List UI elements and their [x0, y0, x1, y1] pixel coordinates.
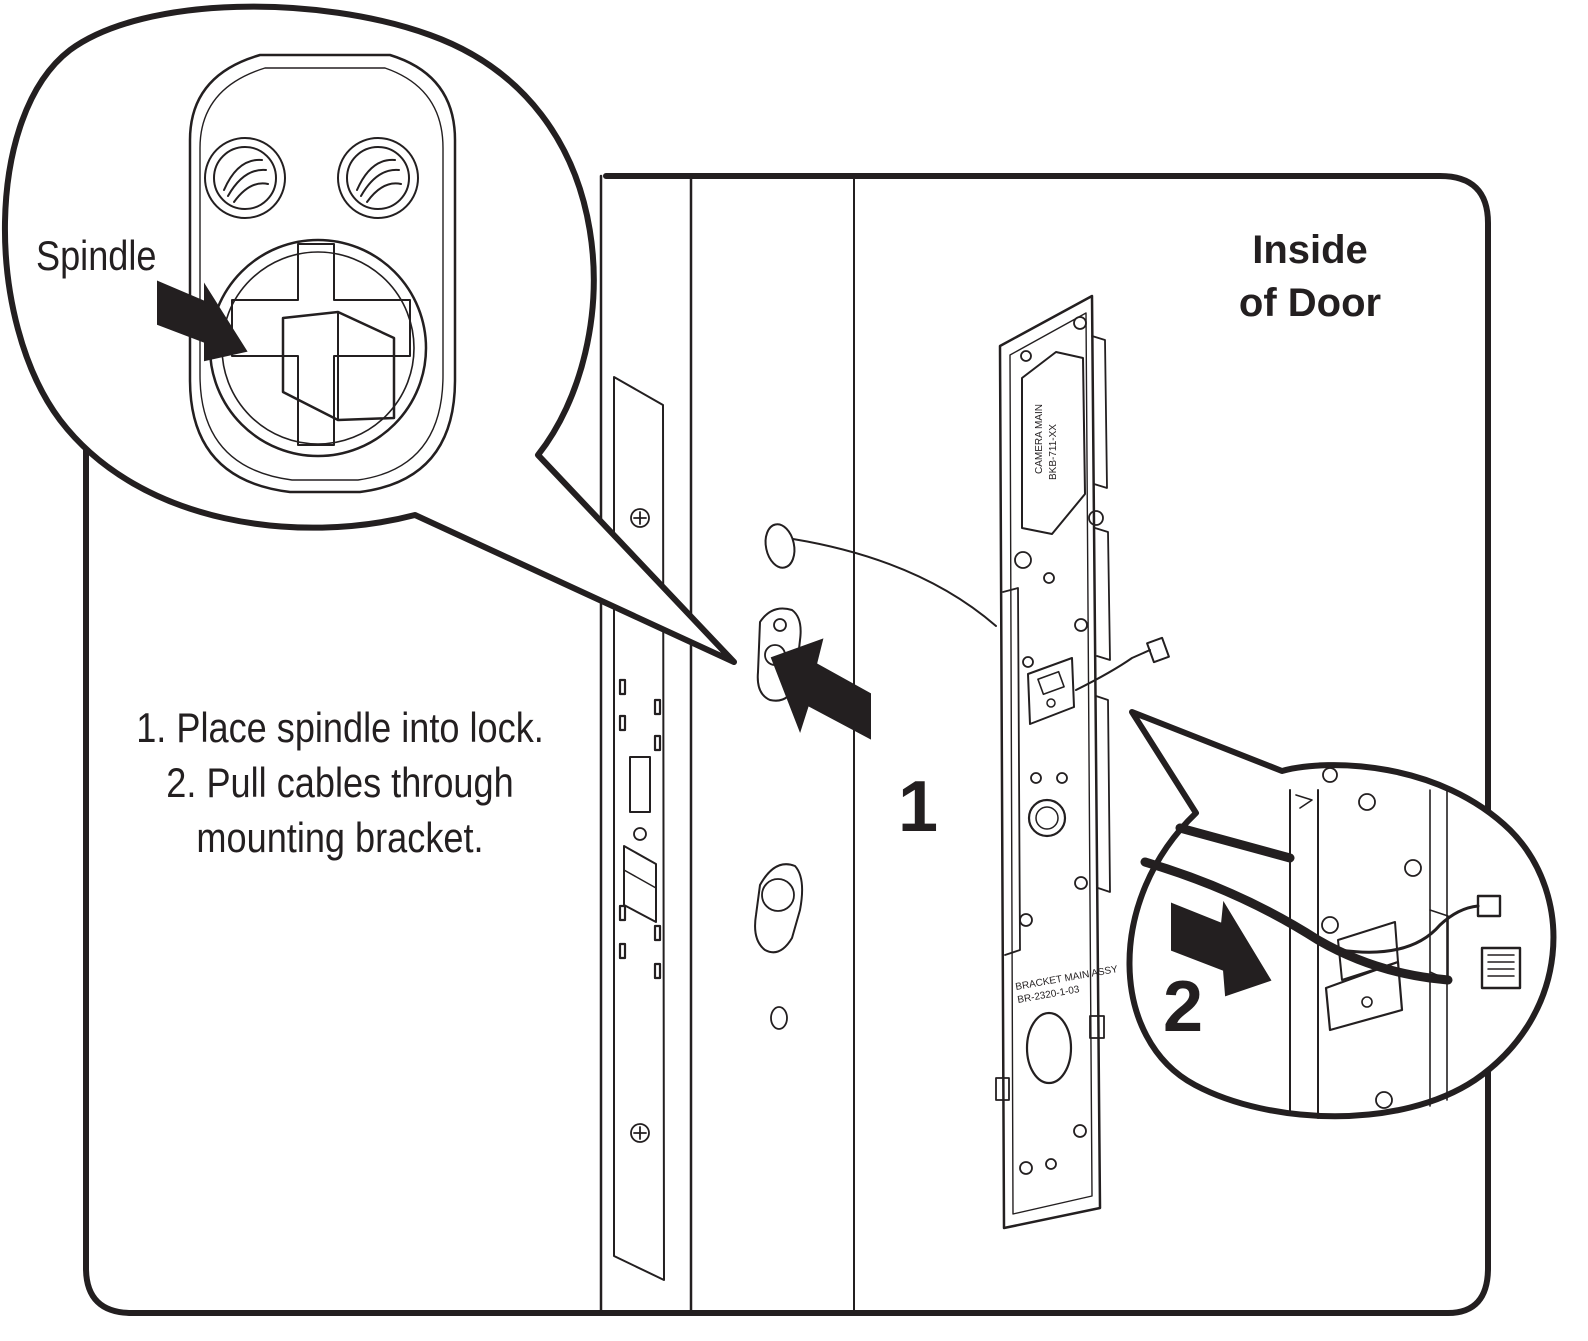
bracket-flange: [1095, 695, 1111, 893]
cable-thin: [1338, 904, 1480, 954]
faceplate-screw-bottom: [630, 1123, 650, 1143]
door-hole-lower: [770, 1006, 788, 1030]
lock-housing: [188, 53, 457, 494]
direction-arrows: [157, 280, 1272, 997]
lock-faceplate: [613, 376, 665, 1281]
bracket-access-slot: [1025, 1011, 1073, 1085]
inside-of-door-label: Inside of Door: [1210, 224, 1410, 330]
inside-label-line-1: Inside: [1252, 228, 1368, 272]
bracket-inner-edge: [1009, 312, 1093, 1215]
bracket-connector-housing: [1027, 657, 1075, 725]
instruction-line: mounting bracket.: [196, 814, 484, 861]
ribbon-connector: [1480, 946, 1522, 990]
inside-label-line-2: of Door: [1238, 281, 1382, 325]
cable-detail-callout: [1126, 709, 1557, 1120]
bracket-mount-holes: [1014, 316, 1104, 1175]
mounting-bracket: [998, 294, 1102, 1230]
instruction-line: 2. Pull cables through: [166, 759, 514, 806]
arrow-spindle-callout: [157, 280, 248, 362]
faceplate-latch-window: [629, 756, 651, 813]
bracket-tab: [995, 1077, 1010, 1101]
step-number-1: 1: [898, 767, 939, 847]
cables-detail: [1140, 823, 1522, 990]
bracket-cable-plug: [1146, 636, 1170, 664]
faceplate-screw-top: [630, 508, 650, 528]
faceplate-slots: [618, 678, 662, 980]
bracket-spindle-hole: [1027, 798, 1067, 838]
door-hole-upper: [764, 523, 796, 569]
bracket-tab: [1089, 1015, 1105, 1039]
faceplate-hole: [633, 827, 647, 841]
instructions-text: 1. Place spindle into lock. 2. Pull cabl…: [134, 700, 547, 865]
cable-line: [792, 538, 997, 627]
arrow-pull-cables: [1171, 900, 1272, 997]
spindle-hub-lower: [754, 863, 804, 954]
arrow-insert-spindle: [770, 638, 871, 740]
faceplate-latch: [623, 845, 657, 923]
svg-text:CAMERA MAIN: CAMERA MAIN: [1034, 404, 1045, 474]
spindle-label: Spindle: [36, 232, 157, 279]
bracket-cable-plug: [1075, 649, 1151, 691]
instruction-line: 1. Place spindle into lock.: [136, 704, 544, 751]
housing-screw-hole-right: [337, 137, 419, 219]
cable-thick: [1140, 857, 1453, 985]
svg-text:BKB-711-XX: BKB-711-XX: [1048, 424, 1059, 480]
housing-screw-hole-left: [204, 137, 286, 219]
bracket-flange: [1091, 335, 1108, 489]
bracket-label-plate: [1021, 351, 1086, 535]
door-panel-outline: [83, 173, 1491, 1316]
spindle-detail-callout: [1, 3, 737, 665]
bracket-side-rail: [1002, 587, 1021, 956]
step-number-2: 2: [1163, 967, 1204, 1047]
bracket-flange: [1094, 527, 1111, 661]
hub-cross-slot: [231, 243, 411, 446]
